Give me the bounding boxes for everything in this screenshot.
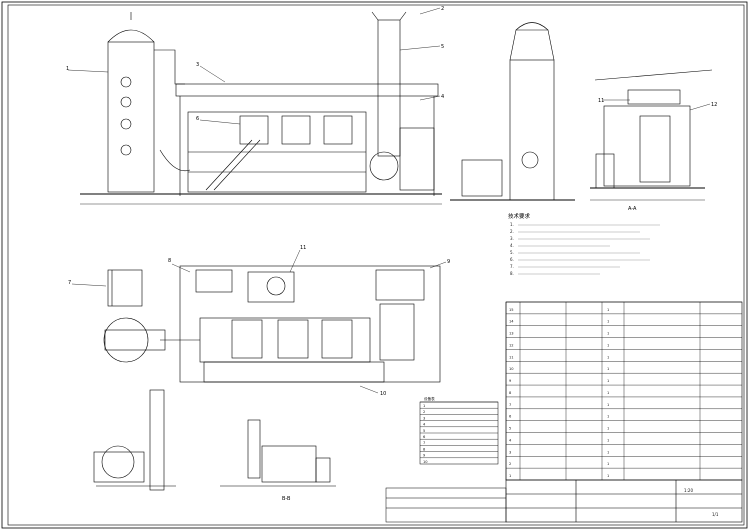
callout-7: 7 (68, 280, 71, 286)
parts-list-quantity: 1 (607, 355, 609, 359)
parts-list-quantity: 1 (607, 343, 609, 347)
right-view-callouts: 11 12 A-A (598, 98, 717, 212)
parts-list-number: 5 (509, 427, 511, 431)
title-scale: 1:20 (684, 488, 693, 493)
view-label-b: B-B (282, 496, 291, 502)
note-1: 1. (510, 222, 514, 227)
callout-3: 3 (196, 62, 199, 68)
equipment-table-row-number: 3 (423, 416, 425, 420)
callout-10: 10 (380, 391, 386, 397)
note-2: 2. (510, 229, 514, 234)
notes-title: 技术要求 (508, 212, 531, 220)
title-sheet: 1/1 (712, 512, 719, 517)
callout-1: 1 (66, 66, 69, 72)
plan-view (103, 265, 441, 383)
parts-list-number: 6 (509, 415, 512, 419)
note-5: 5. (510, 250, 514, 255)
parts-list-quantity: 1 (607, 415, 609, 419)
equipment-table: 设备表 1 2 3 4 5 6 7 8 9 10 (419, 396, 499, 465)
fan-detail-view (93, 389, 176, 491)
revision-block (385, 487, 507, 523)
plan-view-callouts: 7 8 9 10 11 (68, 245, 450, 397)
parts-list-quantity: 1 (607, 320, 609, 324)
equipment-table-row-number: 8 (423, 447, 426, 451)
parts-list-number: 10 (509, 367, 514, 371)
parts-list-quantity: 1 (607, 379, 609, 383)
parts-list-quantity: 1 (607, 427, 609, 431)
parts-list-number: 3 (509, 450, 511, 454)
parts-list-quantity: 1 (607, 308, 609, 312)
equipment-table-row-number: 2 (423, 410, 425, 414)
parts-list-number: 15 (509, 308, 514, 312)
equipment-table-row-number: 4 (423, 423, 426, 427)
parts-list-quantity: 1 (607, 391, 609, 395)
right-side-view (590, 69, 713, 201)
technical-notes: 技术要求 1. 2. 3. 4. 5. 6. 7. 8. (508, 212, 660, 276)
tank-detail-view (220, 419, 336, 487)
note-8: 8. (510, 271, 514, 276)
callout-2: 2 (441, 6, 444, 12)
note-3: 3. (510, 236, 514, 241)
callout-11: 11 (598, 98, 604, 104)
parts-list-quantity: 1 (607, 332, 609, 336)
note-6: 6. (510, 257, 514, 262)
callout-9: 9 (447, 259, 450, 265)
parts-list-number: 4 (509, 438, 512, 442)
parts-list-number: 2 (509, 462, 511, 466)
parts-list-quantity: 1 (607, 403, 609, 407)
note-7: 7. (510, 264, 514, 269)
parts-list-number: 11 (509, 355, 514, 359)
parts-list-quantity: 1 (607, 367, 609, 371)
callout-12: 12 (711, 102, 717, 108)
equipment-table-row-number: 5 (423, 429, 425, 433)
callout-6: 6 (196, 116, 199, 122)
equipment-table-row-number: 10 (423, 460, 428, 464)
front-elevation-view (80, 11, 442, 205)
title-block (505, 479, 743, 523)
callout-8: 8 (168, 258, 171, 264)
parts-list-number: 1 (509, 474, 511, 478)
parts-list-quantity: 1 (607, 462, 609, 466)
parts-list-number: 8 (509, 391, 512, 395)
equipment-table-row-number: 7 (423, 441, 425, 445)
note-4: 4. (510, 243, 514, 248)
callout-5: 5 (441, 44, 444, 50)
equipment-table-row-number: 6 (423, 435, 426, 439)
parts-list-number: 7 (509, 403, 511, 407)
callout-4: 4 (441, 94, 444, 100)
equipment-table-row-number: 1 (423, 404, 425, 408)
parts-list-number: 14 (509, 320, 514, 324)
inner-frame (7, 4, 745, 526)
parts-list-quantity: 1 (607, 474, 609, 478)
front-view-callouts: 1 2 3 4 5 6 (66, 6, 444, 125)
parts-list-quantity: 1 (607, 450, 609, 454)
callout-11-plan: 11 (300, 245, 306, 251)
equipment-table-row-number: 9 (423, 454, 426, 458)
side-elevation-view (450, 22, 575, 201)
view-label-a: A-A (628, 206, 637, 212)
parts-list-number: 12 (509, 343, 514, 347)
parts-list-quantity: 1 (607, 438, 609, 442)
parts-list-number: 13 (509, 332, 514, 336)
parts-list-number: 9 (509, 379, 512, 383)
equipment-table-title: 设备表 (424, 396, 435, 401)
